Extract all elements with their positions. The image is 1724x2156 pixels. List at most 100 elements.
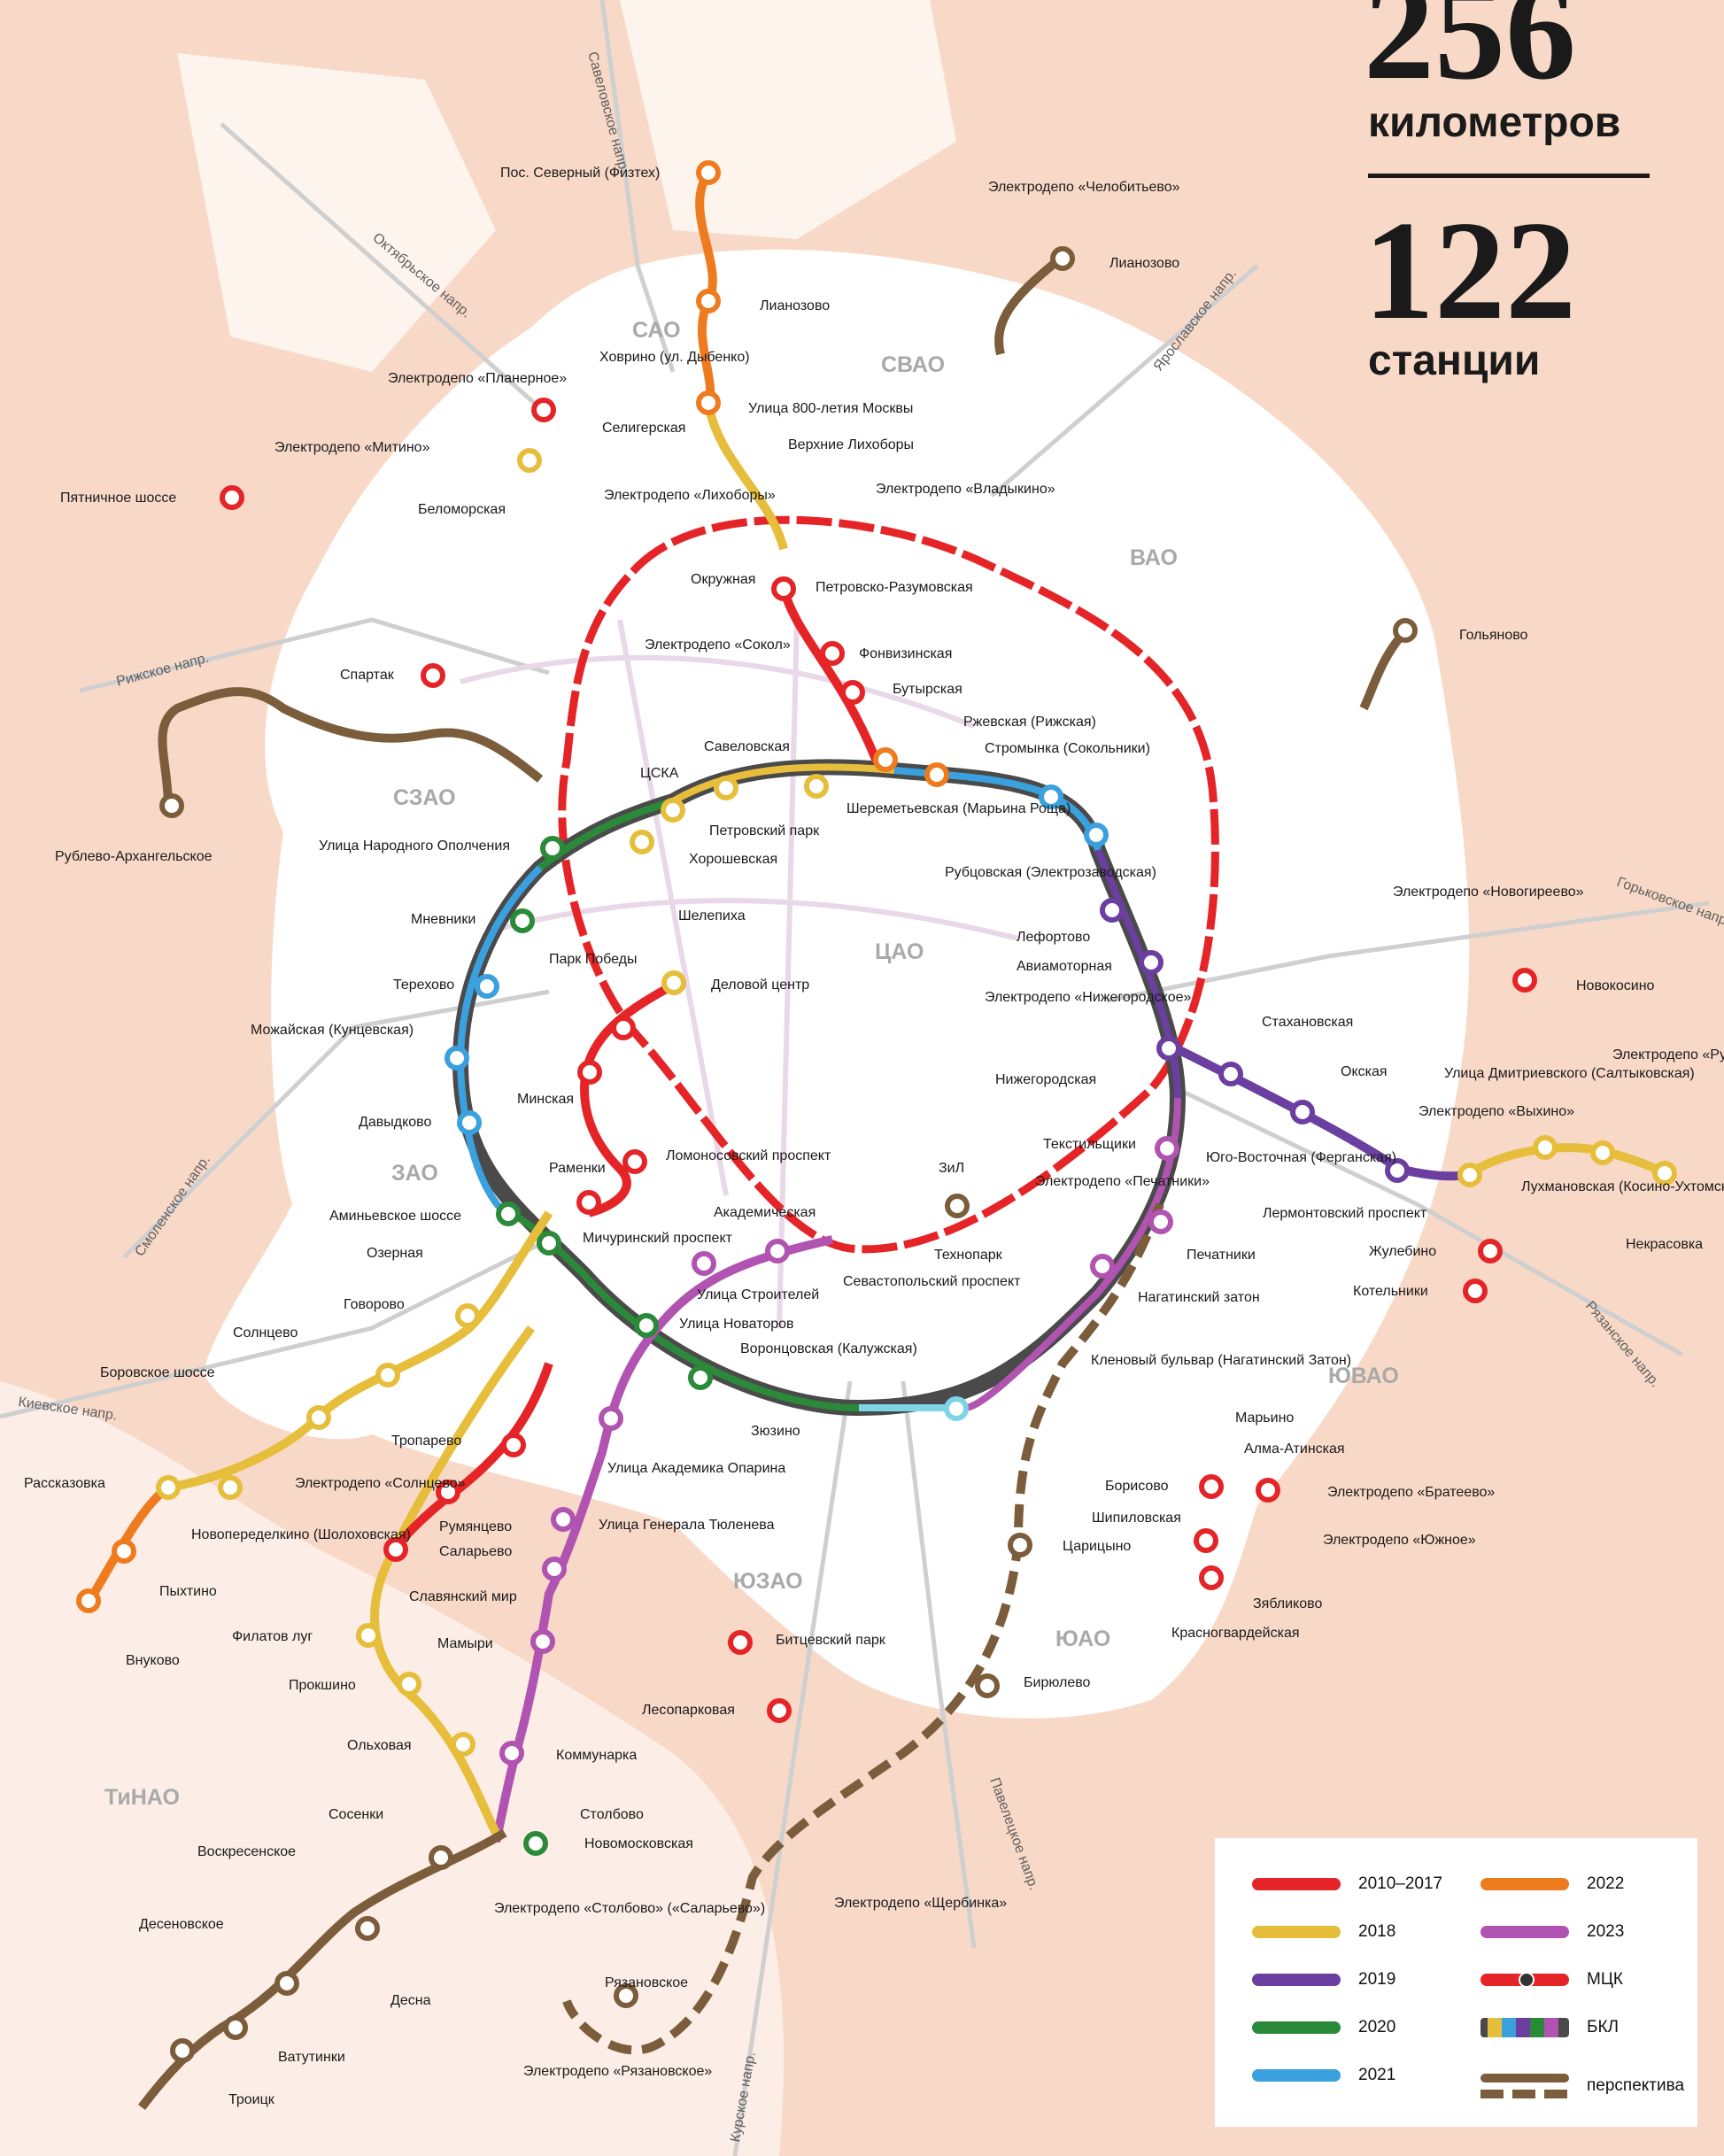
legend-item: 2020 xyxy=(1252,2012,1395,2044)
district-label: СВАО xyxy=(881,352,945,377)
legend-label: 2020 xyxy=(1358,2018,1396,2036)
station-label: Лианозово xyxy=(1109,256,1179,271)
station-label: Селигерская xyxy=(602,421,685,436)
station-label: Окская xyxy=(1341,1064,1388,1079)
station-label: ЦСКА xyxy=(640,766,679,781)
direction-label: Павелецкое напр. xyxy=(986,1776,1041,1892)
station-label: Кленовый бульвар (Нагатинский Затон) xyxy=(1091,1353,1351,1368)
station-label: Электродепо «Выхино» xyxy=(1419,1104,1574,1119)
legend-label: 2023 xyxy=(1587,1922,1625,1941)
legend-label: 2021 xyxy=(1358,2066,1396,2084)
station-label: Нижегородская xyxy=(995,1072,1096,1087)
district-label: СЗАО xyxy=(393,785,456,810)
legend-item: перспектива xyxy=(1480,2059,1684,2113)
existing-lines xyxy=(460,619,1019,1329)
district-labels: САО СВАО ВАО СЗАО ЦАО ЗАО ЮВАО ЮЗАО ЮАО … xyxy=(104,318,1399,1810)
legend-swatch xyxy=(1252,1926,1341,1938)
bkl-segment-2019 xyxy=(1094,848,1181,1099)
station-label: Севастопольский проспект xyxy=(843,1274,1021,1289)
km-label: километров xyxy=(1368,99,1621,146)
station-label: Улица Генерала Тюленева xyxy=(599,1518,775,1533)
district-label: ВАО xyxy=(1130,545,1178,570)
station-label: Улица Народного Ополчения xyxy=(319,838,510,854)
station-label: Печатники xyxy=(1187,1248,1256,1263)
station-label: Бутырская xyxy=(893,682,963,697)
line-red-southwest xyxy=(385,1362,553,1561)
station-label: Электродепо «Митино» xyxy=(274,440,430,455)
station-label: Воскресенское xyxy=(197,1844,296,1859)
legend-swatch xyxy=(1252,2021,1341,2034)
station-label: Стромынка (Сокольники) xyxy=(985,741,1150,756)
legend-label: МЦК xyxy=(1587,1970,1623,1989)
legend-item: 2023 xyxy=(1480,1916,1624,1948)
legend-item: 2010–2017 xyxy=(1252,1868,1442,1900)
station-label: Сосенки xyxy=(329,1807,383,1822)
legend-label: 2022 xyxy=(1587,1874,1625,1893)
direction-label: Савеловское напр. xyxy=(584,50,631,175)
legend-swatch-bkl xyxy=(1480,2018,1569,2037)
district-label: ЗАО xyxy=(391,1161,438,1186)
station-label: Солнцево xyxy=(233,1325,298,1341)
station-label: Лианозово xyxy=(760,298,830,313)
station-label: Троицк xyxy=(228,2092,275,2107)
station-label: Окружная xyxy=(691,572,755,587)
station-label: Мичуринский проспект xyxy=(583,1231,733,1246)
city-boundary xyxy=(204,249,1470,1719)
station-label: Рассказовка xyxy=(24,1476,105,1491)
bkl-segment-2023 xyxy=(964,1097,1181,1411)
station-label: Новомосковская xyxy=(584,1836,693,1851)
legend-swatch xyxy=(1252,1878,1341,1890)
station-label: Улица Новаторов xyxy=(679,1317,794,1332)
station-label: Лесопарковая xyxy=(642,1703,735,1718)
station-label: Пос. Северный (Физтех) xyxy=(500,166,660,181)
station-label: Терехово xyxy=(393,978,454,993)
north-suburb xyxy=(620,0,956,239)
station-label: Борисово xyxy=(1105,1479,1169,1494)
line-yellow-north xyxy=(704,402,788,551)
tinao-area xyxy=(0,1381,784,2156)
station-label: Бирюлево xyxy=(1024,1675,1091,1690)
legend-swatch xyxy=(1480,1878,1569,1890)
legend-label: БКЛ xyxy=(1587,2018,1620,2036)
station-label: Электродепо «Щербинка» xyxy=(834,1896,1007,1911)
district-label: ЮВАО xyxy=(1328,1364,1399,1388)
station-label: Говорово xyxy=(344,1297,405,1312)
direction-label: Рязанское напр. xyxy=(1582,1299,1663,1391)
legend-swatch xyxy=(1252,1974,1341,1986)
northwest-suburb xyxy=(177,53,496,372)
station-label: Мневники xyxy=(411,912,475,927)
station-label: Электродепо «Печатники» xyxy=(1035,1174,1210,1189)
station-label: Парк Победы xyxy=(549,952,638,967)
line-yellow-east xyxy=(1467,1143,1667,1178)
station-label: Филатов луг xyxy=(232,1629,313,1644)
station-label: Аминьевское шоссе xyxy=(329,1209,461,1224)
legend-swatch-perspective xyxy=(1480,2074,1569,2098)
station-label: Новокосино xyxy=(1576,978,1655,993)
mck-ring xyxy=(558,515,1219,1254)
station-label: Внуково xyxy=(126,1653,180,1668)
station-label: Мамыри xyxy=(437,1636,493,1651)
legend-item: МЦК xyxy=(1480,1964,1623,1996)
station-label: Боровское шоссе xyxy=(100,1365,215,1380)
station-label: Электродепо «Южное» xyxy=(1323,1533,1476,1548)
station-label: Электродепо «Солнцево» xyxy=(295,1476,466,1491)
station-label: Озерная xyxy=(367,1246,423,1261)
legend-label: перспектива xyxy=(1587,2076,1685,2095)
station-label: Текстильщики xyxy=(1043,1137,1136,1152)
station-label: Зюзино xyxy=(751,1424,800,1439)
station-label: Электродепо «Руднево» xyxy=(1612,1047,1724,1063)
station-label: Пятничное шоссе xyxy=(60,491,176,506)
station-label: Электродепо «Челобитьево» xyxy=(988,180,1180,195)
legend-swatch xyxy=(1252,2069,1341,2082)
bkl-segment-2018 xyxy=(670,763,895,805)
station-label: Академическая xyxy=(714,1205,816,1220)
legend-item: 2019 xyxy=(1252,1964,1395,1996)
station-label: Верхние Лихоборы xyxy=(788,437,914,452)
station-label: Рубцовская (Электрозаводская) xyxy=(945,865,1156,880)
legend-item: 2018 xyxy=(1252,1916,1395,1948)
station-label: Жулебино xyxy=(1369,1244,1436,1259)
station-label: Алма-Атинская xyxy=(1244,1441,1345,1457)
line-red-north xyxy=(779,587,881,763)
station-label: Некрасовка xyxy=(1626,1237,1703,1252)
